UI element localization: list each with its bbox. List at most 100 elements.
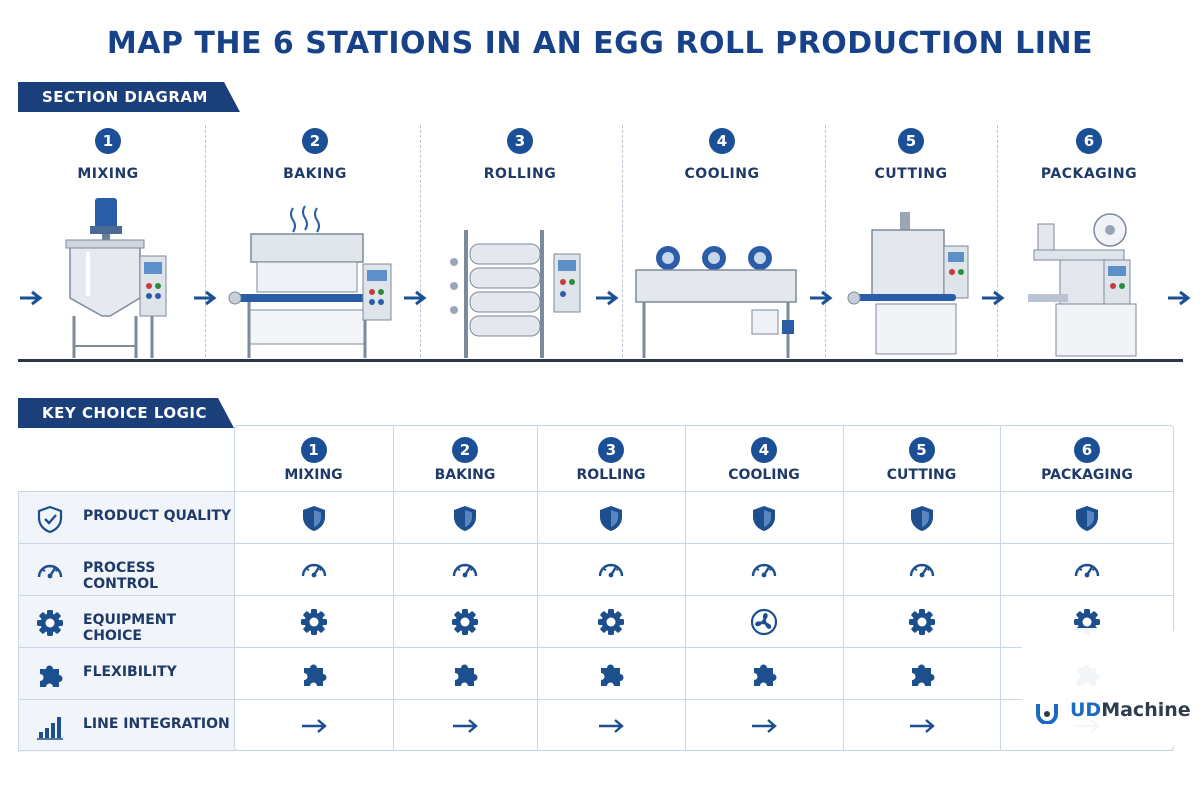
row-header: EQUIPMENT CHOICE (18, 596, 234, 648)
row-header: PRODUCT QUALITY (18, 492, 234, 544)
station-baking: 2 BAKING (225, 120, 405, 370)
gear-icon (299, 607, 329, 637)
rolling-machine-icon (430, 120, 610, 370)
gauge-icon (35, 556, 65, 586)
gear-icon (596, 607, 626, 637)
row-label: PROCESS CONTROL (83, 560, 234, 592)
gauge-icon (299, 555, 329, 585)
key-choice-table: 1MIXING2BAKING3ROLLING4COOLING5CUTTING6P… (18, 425, 1174, 751)
row-header: LINE INTEGRATION (18, 700, 234, 752)
puzzle-icon (299, 659, 329, 689)
arrow-right-icon (1166, 288, 1196, 308)
logo-text-ud: UD (1070, 699, 1101, 721)
station-divider (825, 125, 826, 357)
logo-text: UDMachine (1070, 699, 1191, 721)
fan-icon (749, 607, 779, 637)
row-header: PROCESS CONTROL (18, 544, 234, 596)
table-row: EQUIPMENT CHOICE (18, 595, 1174, 647)
page-title: MAP THE 6 STATIONS IN AN EGG ROLL PRODUC… (0, 26, 1200, 61)
station-divider (622, 125, 623, 357)
gear-icon (35, 608, 65, 638)
station-divider (997, 125, 998, 357)
mixing-tank-icon (18, 120, 198, 370)
gear-icon (907, 607, 937, 637)
row-header: FLEXIBILITY (18, 648, 234, 700)
key-choice-logic-banner: KEY CHOICE LOGIC (18, 398, 234, 428)
arrow-right-icon (450, 711, 480, 741)
station-packaging: 6 PACKAGING (1004, 120, 1174, 370)
arrow-right-icon (18, 288, 48, 308)
gauge-icon (450, 555, 480, 585)
column-label: BAKING (393, 467, 537, 483)
station-number: 5 (909, 437, 935, 463)
logo-text-machine: Machine (1101, 699, 1190, 721)
station-mixing: 1 MIXING (18, 120, 198, 370)
shield-check-icon (35, 504, 65, 534)
puzzle-icon (749, 659, 779, 689)
floor-line (18, 359, 1183, 362)
table-bottom-border (18, 750, 1174, 751)
arrow-right-icon (192, 288, 222, 308)
column-label: PACKAGING (1000, 467, 1174, 483)
column-label: COOLING (685, 467, 843, 483)
ud-machine-logo: UDMachine (1022, 628, 1174, 748)
shield-icon (1072, 503, 1102, 533)
puzzle-icon (35, 660, 65, 690)
gear-icon (450, 607, 480, 637)
table-row: PROCESS CONTROL (18, 543, 1174, 595)
gauge-icon (596, 555, 626, 585)
row-label: EQUIPMENT CHOICE (83, 612, 234, 644)
puzzle-icon (596, 659, 626, 689)
shield-icon (450, 503, 480, 533)
station-number: 3 (598, 437, 624, 463)
column-label: ROLLING (537, 467, 685, 483)
puzzle-icon (907, 659, 937, 689)
cutting-machine-icon (832, 120, 990, 370)
station-number: 1 (301, 437, 327, 463)
arrow-right-icon (594, 288, 624, 308)
station-cutting: 5 CUTTING (832, 120, 990, 370)
section-diagram-banner: SECTION DIAGRAM (18, 82, 240, 112)
station-number: 6 (1074, 437, 1100, 463)
table-row: PRODUCT QUALITY (18, 491, 1174, 543)
arrow-right-icon (907, 711, 937, 741)
baking-oven-icon (225, 120, 405, 370)
row-label: FLEXIBILITY (83, 664, 177, 680)
station-number: 2 (452, 437, 478, 463)
station-divider (205, 125, 206, 357)
puzzle-icon (450, 659, 480, 689)
station-cooling: 4 COOLING (632, 120, 812, 370)
table-row: FLEXIBILITY (18, 647, 1174, 699)
column-label: CUTTING (843, 467, 1000, 483)
arrow-right-icon (299, 711, 329, 741)
shield-icon (907, 503, 937, 533)
shield-icon (596, 503, 626, 533)
ud-machine-logo-icon (1034, 698, 1064, 724)
gauge-icon (907, 555, 937, 585)
station-divider (420, 125, 421, 357)
gauge-icon (749, 555, 779, 585)
row-label: LINE INTEGRATION (83, 716, 230, 732)
arrow-right-icon (596, 711, 626, 741)
gauge-icon (1072, 555, 1102, 585)
bar-chart-icon (35, 712, 65, 742)
station-rolling: 3 ROLLING (430, 120, 610, 370)
arrow-right-icon (402, 288, 432, 308)
table-row: LINE INTEGRATION (18, 699, 1174, 751)
cooling-conveyor-icon (632, 120, 812, 370)
shield-icon (299, 503, 329, 533)
arrow-right-icon (749, 711, 779, 741)
arrow-right-icon (980, 288, 1010, 308)
arrow-right-icon (808, 288, 838, 308)
column-label: MIXING (234, 467, 393, 483)
shield-icon (749, 503, 779, 533)
row-label: PRODUCT QUALITY (83, 508, 231, 524)
station-number: 4 (751, 437, 777, 463)
packaging-machine-icon (1004, 120, 1174, 370)
